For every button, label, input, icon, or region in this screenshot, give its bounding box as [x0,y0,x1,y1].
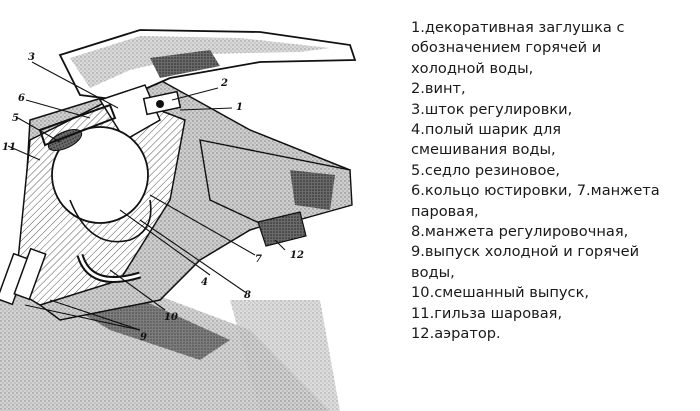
screw-head [156,100,164,108]
legend-line: холодной воды, [411,59,534,77]
callout-6: 6 [18,93,25,104]
mixing-ball [51,126,149,224]
callout-3: 3 [28,52,35,63]
lever-shading [70,36,330,88]
parts-legend: 1.декоративная заглушка с обозначением г… [411,18,696,345]
spout-dark-strip [290,170,335,210]
legend-line: воды, [411,263,455,281]
callout-11: 11 [2,142,16,153]
callout-7: 7 [255,254,262,265]
legend-line: обозначением горячей и [411,39,602,57]
callout-1: 1 [236,102,243,113]
callout-8: 8 [244,290,251,301]
legend-line: 11.гильза шаровая, [411,304,563,322]
lever-dark [150,50,220,78]
aerator [257,211,307,247]
callout-2: 2 [220,78,228,89]
legend-line: 2.винт, [411,80,466,98]
legend-line: 5.седло резиновое, [411,161,561,179]
legend-line: 4.полый шарик для [411,121,562,139]
legend-line: 3.шток регулировки, [411,100,573,118]
inlet-pipe-right [13,247,47,301]
faucet-cross-section-diagram: 1 2 3 4 5 6 7 8 9 10 11 12 [0,29,357,411]
lower-shade [230,300,340,411]
callout-4: 4 [201,277,208,288]
legend-line: 9.выпуск холодной и горячей [411,243,640,261]
legend-line: 8.манжета регулировочная, [411,223,629,241]
legend-line: 1.декоративная заглушка с [411,19,625,36]
callout-12: 12 [290,250,304,261]
legend-line: 10.смешанный выпуск, [411,284,590,302]
mixed-outlet-inner [78,254,141,281]
legend-line: 6.кольцо юстировки, 7.манжета [411,182,660,200]
legend-line: 12.аэратор. [411,325,501,343]
callout-9: 9 [140,332,147,343]
legend-line: паровая, [411,202,479,220]
callout-10: 10 [164,312,178,323]
legend-line: смешивания воды, [411,141,556,159]
ball-cutout [69,199,152,243]
adjust-ring [38,103,117,147]
callout-5: 5 [12,113,19,124]
